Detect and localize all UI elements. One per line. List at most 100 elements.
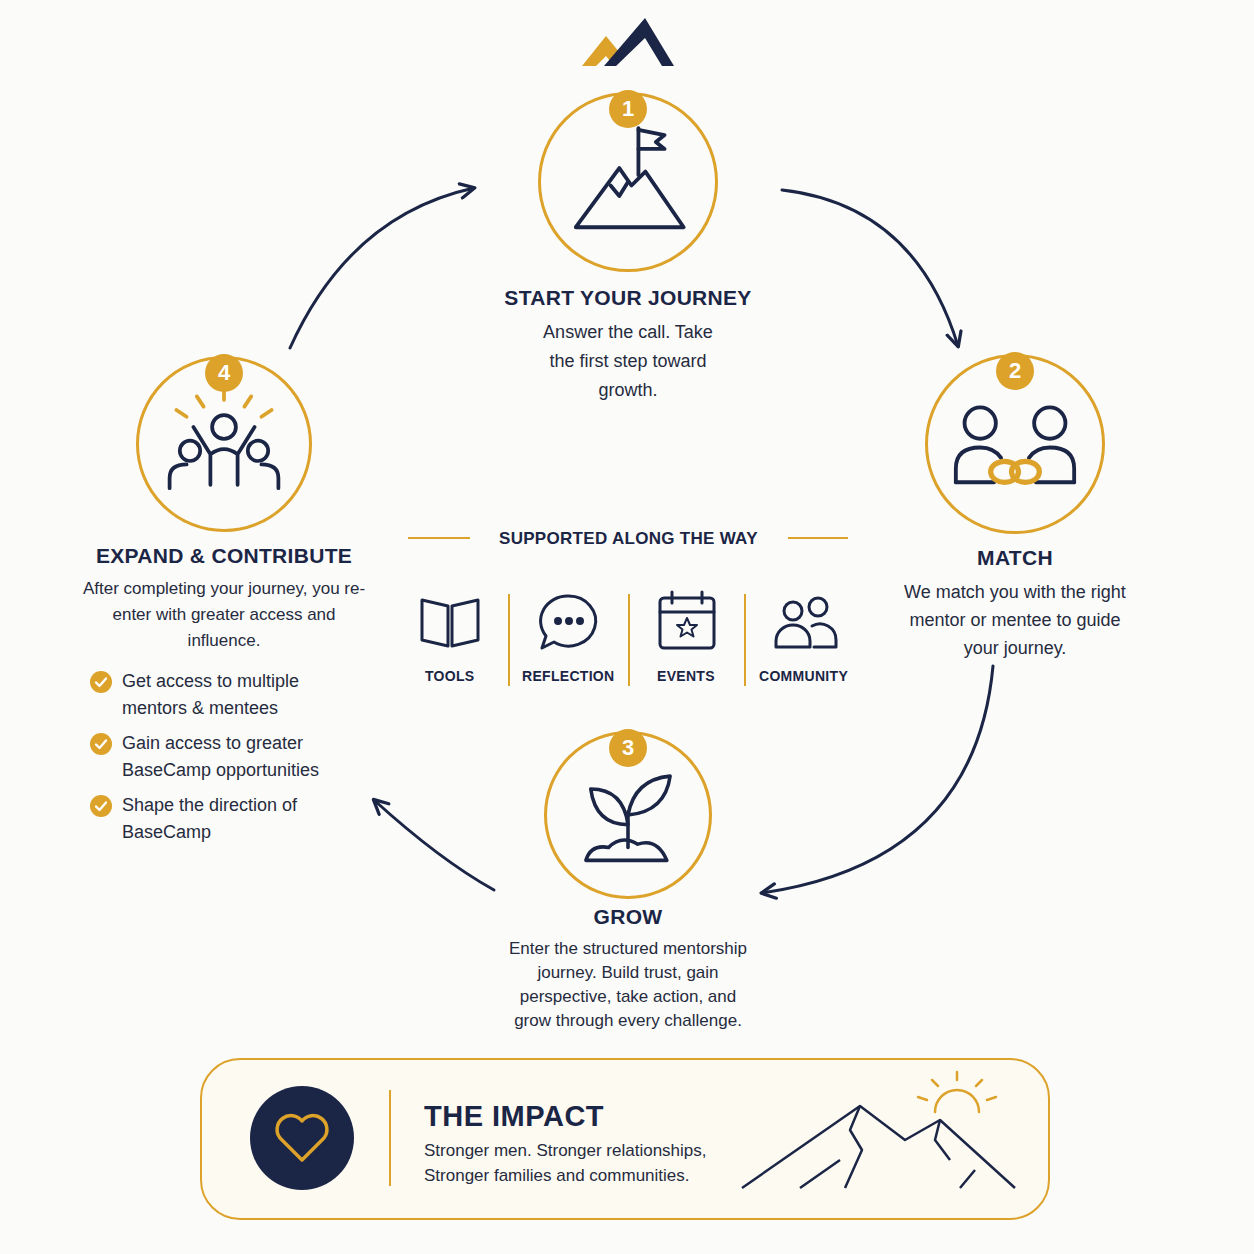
callout-number: 3 xyxy=(609,729,647,767)
icon-stroke xyxy=(788,537,848,539)
support-label: COMMUNITY xyxy=(759,668,848,684)
step-node: 1START YOUR JOURNEY Answer the call. Take… xyxy=(478,88,778,405)
icon-stroke xyxy=(250,1086,354,1190)
callout-number: 1 xyxy=(609,90,647,128)
logo xyxy=(582,18,674,66)
icon-stroke xyxy=(776,624,836,647)
checklist-text: Get access to multiple mentors & mentees xyxy=(122,668,327,722)
step-node: 4EXPAND & CONTRIBUTE After completing you… xyxy=(78,352,370,846)
icon-stroke xyxy=(1034,407,1065,438)
step-text: Enter the structured mentorship journey.… xyxy=(506,937,751,1033)
icon-stroke xyxy=(591,789,628,825)
icon-stroke xyxy=(90,733,112,755)
icon-stroke xyxy=(212,415,236,439)
cycle-arrow xyxy=(782,190,958,346)
step-heading: EXPAND & CONTRIBUTE xyxy=(78,544,370,568)
step-circle: 3 xyxy=(544,731,712,899)
icon-stroke xyxy=(677,618,697,637)
cycle-arrow xyxy=(762,666,993,893)
icon-stroke xyxy=(176,410,186,417)
icon-stroke xyxy=(660,598,714,648)
step-circle: 2 xyxy=(925,354,1105,534)
icon-stroke xyxy=(956,480,994,484)
icon-stroke xyxy=(918,1097,927,1100)
icon-stroke xyxy=(935,1090,979,1112)
icon-stroke xyxy=(96,741,106,749)
icon-stroke xyxy=(638,130,664,149)
step-text: After completing your journey, you re-en… xyxy=(81,576,367,654)
section-heading: SUPPORTED ALONG THE WAY xyxy=(499,529,758,549)
cycle-arrow xyxy=(374,800,494,890)
check-icon xyxy=(90,733,112,755)
icon-stroke xyxy=(248,441,268,461)
icon-stroke xyxy=(671,592,674,603)
support-label: EVENTS xyxy=(657,668,715,684)
icon-stroke xyxy=(556,619,561,624)
icon-stroke xyxy=(90,795,112,817)
step-node: 2MATCHWe match you with the right mentor… xyxy=(885,350,1145,662)
icon-stroke xyxy=(611,182,628,196)
icon-stroke xyxy=(193,427,254,485)
icon-stroke xyxy=(408,537,470,539)
check-icon xyxy=(90,795,112,817)
icon-stroke xyxy=(800,1160,975,1188)
icon-stroke xyxy=(541,596,596,648)
icon-stroke xyxy=(201,1059,1049,1219)
step-circle: 1 xyxy=(538,92,718,272)
callout-number: 4 xyxy=(205,354,243,392)
sun xyxy=(918,1072,996,1112)
impact-title: THE IMPACT xyxy=(424,1100,604,1133)
icon-stroke xyxy=(987,1097,996,1100)
impact-text: Stronger men. Stronger relationships, St… xyxy=(424,1138,764,1188)
icon-stroke xyxy=(976,1080,982,1086)
checklist-item: Shape the direction of BaseCamp xyxy=(90,792,370,846)
icon-stroke xyxy=(845,1106,862,1188)
icon-stroke xyxy=(637,128,641,175)
step-circle: 4 xyxy=(136,356,312,532)
icon-stroke xyxy=(96,803,106,811)
step-text: Answer the call. Take the first step tow… xyxy=(542,318,714,405)
checklist-item: Get access to multiple mentors & mentees xyxy=(90,668,370,722)
icon-stroke xyxy=(197,396,204,406)
icon-stroke xyxy=(567,619,572,624)
icon-stroke xyxy=(784,602,802,620)
icon-stroke xyxy=(935,1120,950,1160)
icon-stroke xyxy=(170,464,279,488)
icon-stroke xyxy=(1036,480,1074,484)
icon-stroke xyxy=(932,1080,938,1086)
icon-stroke xyxy=(701,592,704,603)
impact-band: THE IMPACT Stronger men. Stronger relatio… xyxy=(200,1058,1050,1220)
icon-stroke xyxy=(742,1106,1015,1188)
icon-stroke xyxy=(965,407,996,438)
icon-stroke xyxy=(956,1072,959,1080)
support-label: TOOLS xyxy=(425,668,474,684)
icon-stroke xyxy=(628,776,670,815)
icon-stroke xyxy=(180,441,200,461)
icon-stroke xyxy=(1012,461,1040,482)
step-heading: GROW xyxy=(498,905,758,929)
icon-stroke xyxy=(660,611,714,614)
icon-stroke xyxy=(508,594,510,686)
step-node: 3GROW Enter the structured mentorship jou… xyxy=(498,727,758,1033)
step-heading: START YOUR JOURNEY xyxy=(478,286,778,310)
impact-mountains xyxy=(742,1106,1015,1188)
icon-stroke xyxy=(96,679,106,687)
checklist-text: Gain access to greater BaseCamp opportun… xyxy=(122,730,327,784)
icon-stroke xyxy=(261,410,271,417)
icon-stroke xyxy=(277,1116,327,1160)
callout-number: 2 xyxy=(996,352,1034,390)
icon-stroke xyxy=(604,18,674,66)
impact-band-fill xyxy=(201,1059,1049,1219)
check-icon xyxy=(90,671,112,693)
checklist-item: Gain access to greater BaseCamp opportun… xyxy=(90,730,370,784)
icon-stroke xyxy=(628,594,630,686)
icon-stroke xyxy=(422,600,478,646)
icon-stroke xyxy=(586,840,667,860)
icon-stroke xyxy=(809,598,827,616)
icon-stroke xyxy=(578,619,583,624)
support-dividers xyxy=(509,594,745,686)
cycle-arrow xyxy=(290,188,474,348)
icon-stroke xyxy=(244,396,251,406)
step-heading: MATCH xyxy=(885,546,1145,570)
support-label: REFLECTION xyxy=(522,668,614,684)
